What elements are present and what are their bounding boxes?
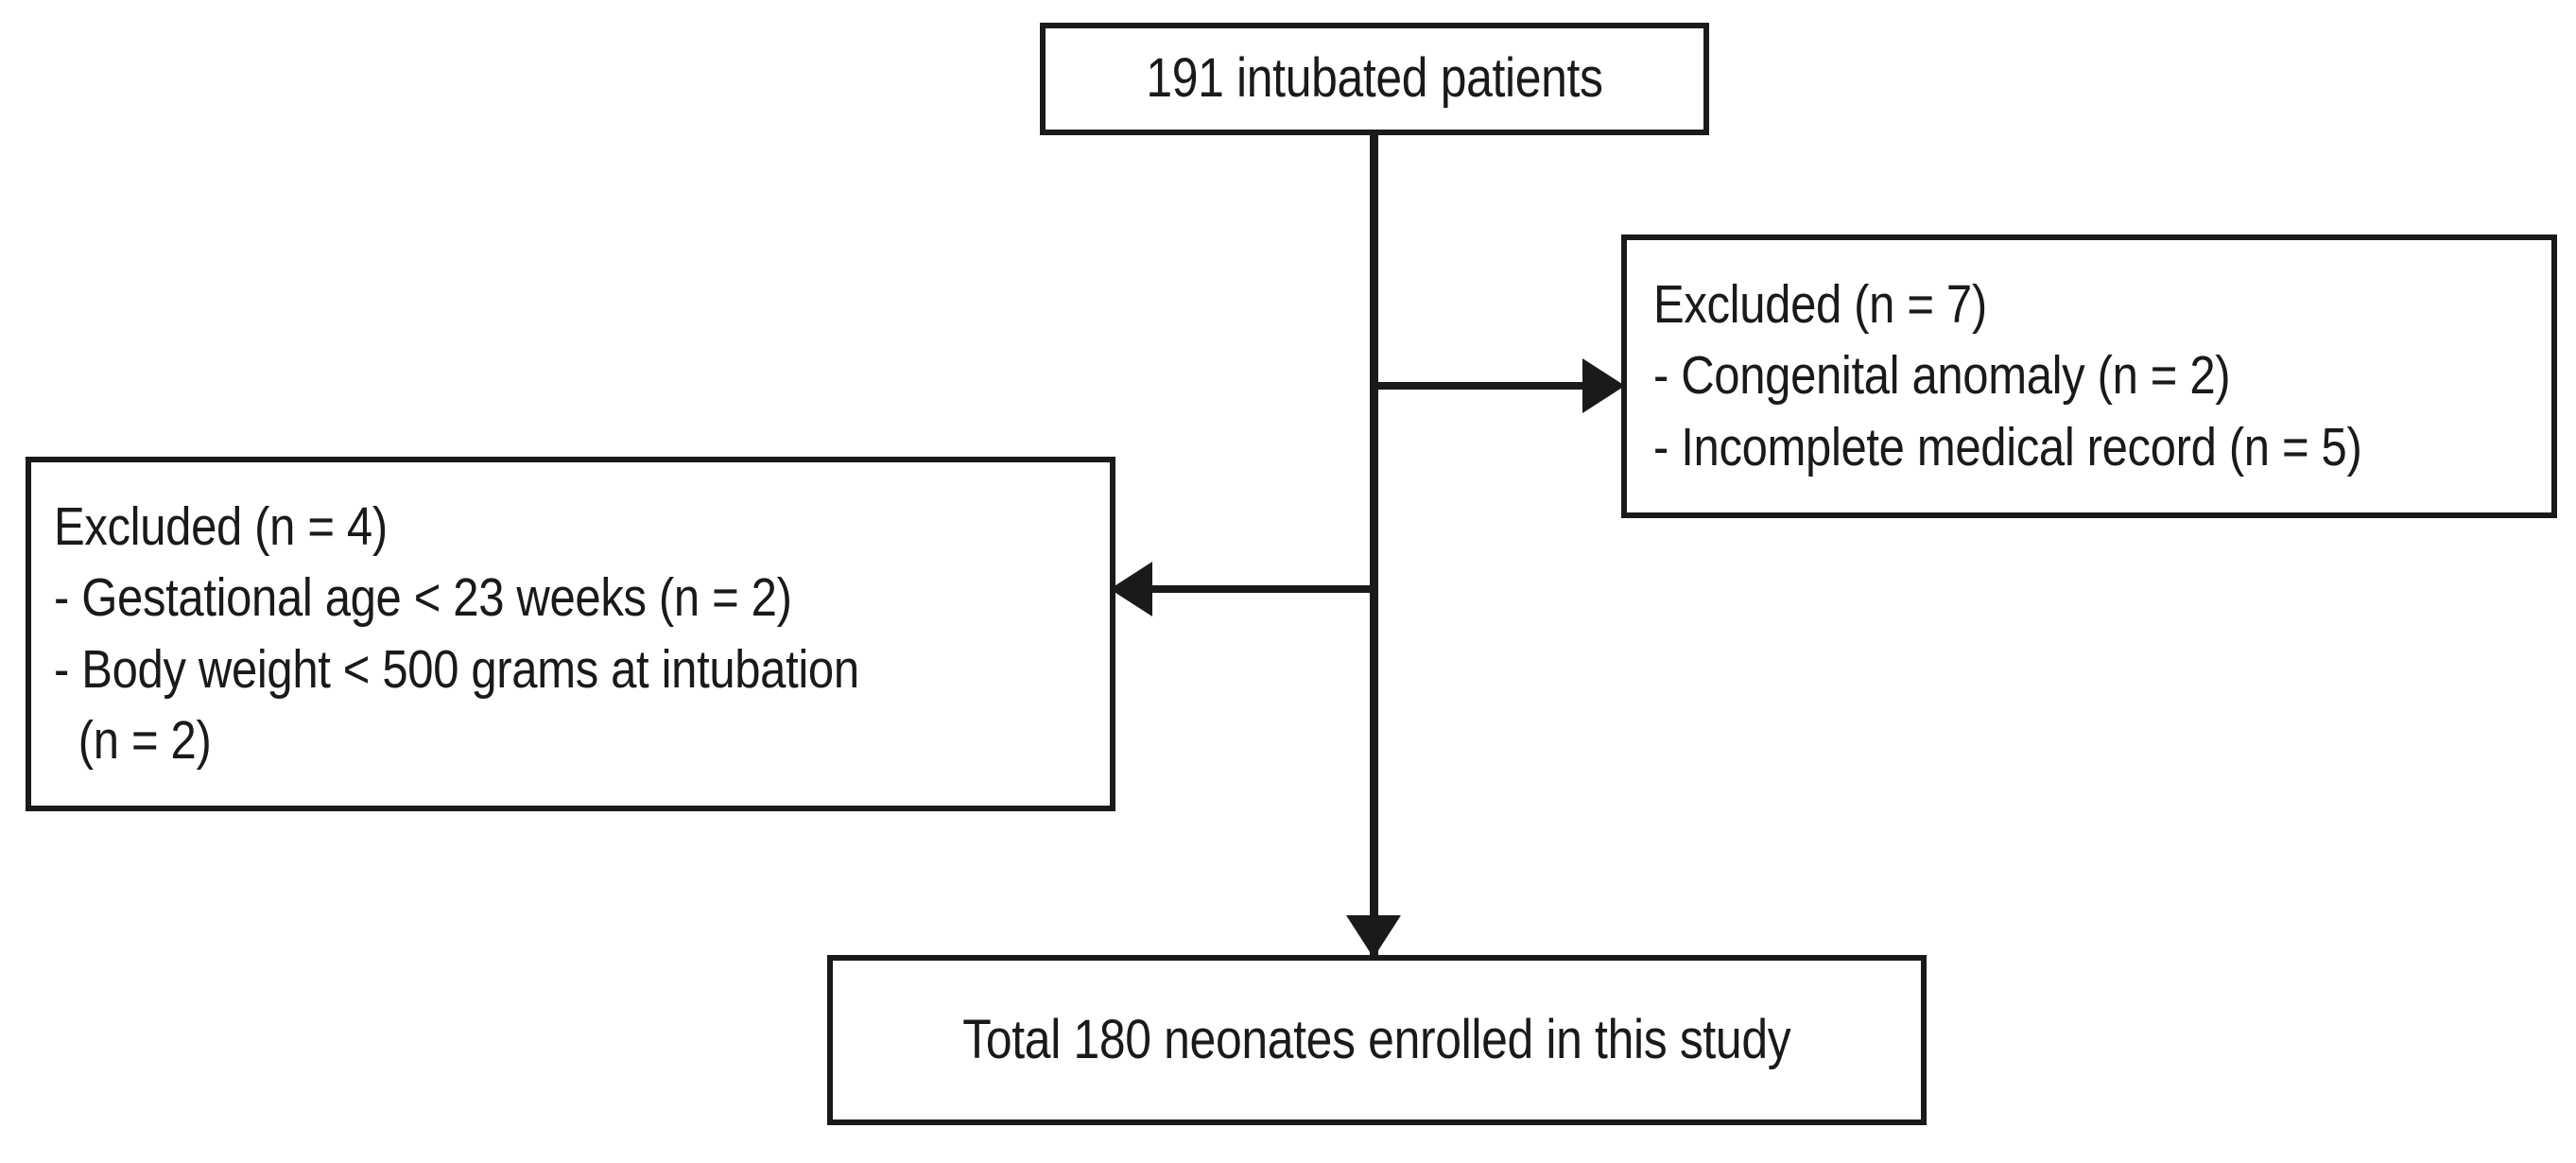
node-excluded-n7: Excluded (n = 7) - Congenital anomaly (n…: [1621, 234, 2557, 518]
node-excluded-n7-line-2: - Congenital anomaly (n = 2): [1653, 345, 2231, 407]
arrow-left-icon: [1110, 562, 1152, 616]
node-excluded-n7-line-3: - Incomplete medical record (n = 5): [1653, 416, 2362, 477]
connector-branch-left-line: [1143, 585, 1377, 593]
node-excluded-n7-line-1: Excluded (n = 7): [1653, 274, 1987, 336]
node-excluded-n4-line-4: (n = 2): [78, 709, 212, 771]
connector-trunk-vertical: [1370, 135, 1378, 956]
connector-branch-right-line: [1375, 382, 1597, 390]
node-total-enrolled: Total 180 neonates enrolled in this stud…: [827, 955, 1927, 1125]
node-intubated-patients: 191 intubated patients: [1040, 23, 1709, 135]
node-intubated-patients-line-1: 191 intubated patients: [1146, 47, 1603, 110]
node-excluded-n4-line-2: - Gestational age < 23 weeks (n = 2): [54, 567, 792, 629]
node-total-enrolled-line-1: Total 180 neonates enrolled in this stud…: [962, 1008, 1791, 1070]
arrow-down-icon: [1346, 915, 1401, 958]
node-excluded-n4-line-1: Excluded (n = 4): [54, 496, 388, 558]
arrow-right-icon: [1582, 358, 1625, 413]
node-excluded-n4-line-3: - Body weight < 500 grams at intubation: [54, 638, 859, 700]
node-excluded-n4: Excluded (n = 4) - Gestational age < 23 …: [26, 457, 1115, 811]
